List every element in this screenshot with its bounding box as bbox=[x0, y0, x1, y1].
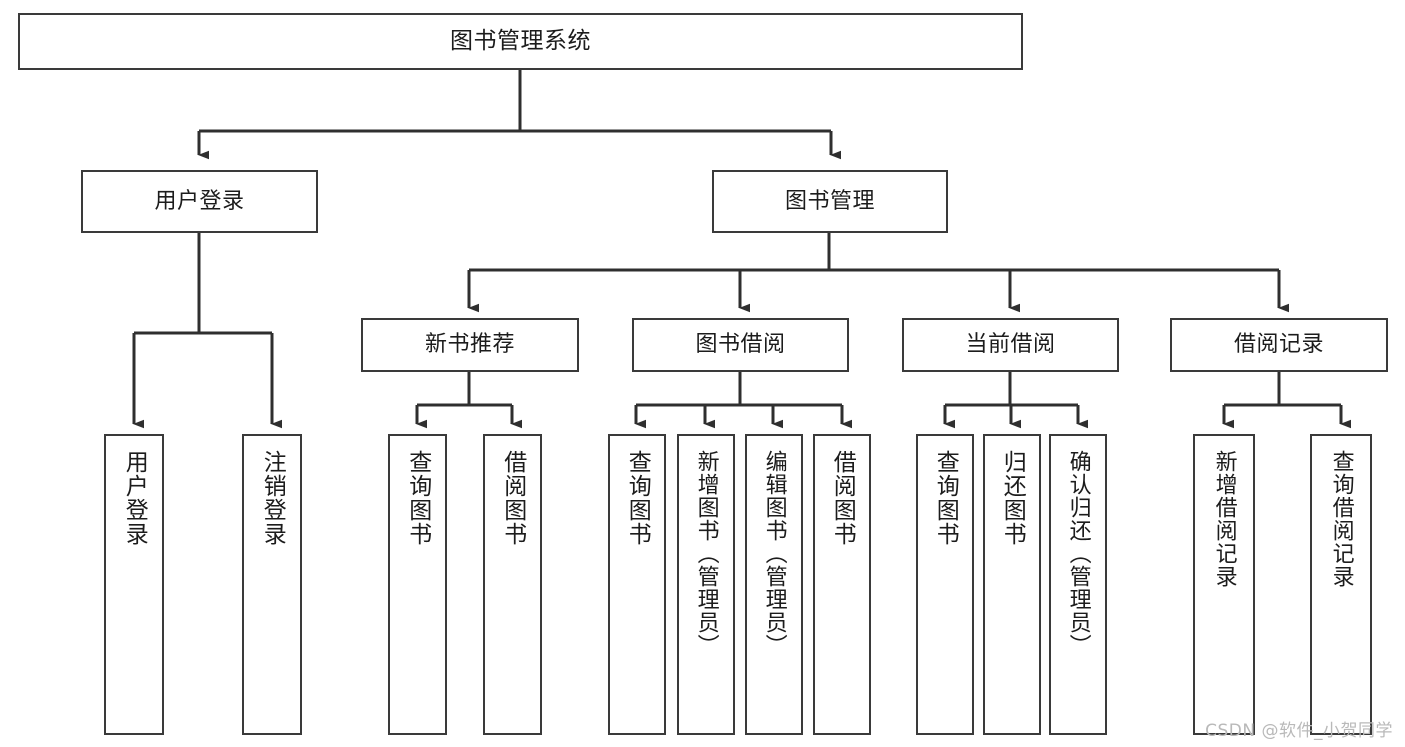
node-user-login[interactable]: 用户登录 bbox=[81, 170, 318, 233]
node-leaf-query-record-label: 查询借阅记录 bbox=[1328, 450, 1354, 588]
node-leaf-query-book-1-label: 查询图书 bbox=[404, 450, 431, 546]
node-leaf-confirm-return-label: 确认归还（管理员） bbox=[1065, 450, 1091, 657]
node-leaf-user-login[interactable]: 用户登录 bbox=[104, 434, 164, 735]
node-leaf-add-record[interactable]: 新增借阅记录 bbox=[1193, 434, 1255, 735]
node-leaf-edit-book[interactable]: 编辑图书（管理员） bbox=[745, 434, 803, 735]
node-leaf-user-login-label: 用户登录 bbox=[121, 450, 148, 546]
node-leaf-return-book[interactable]: 归还图书 bbox=[983, 434, 1041, 735]
node-borrow-record[interactable]: 借阅记录 bbox=[1170, 318, 1388, 372]
node-leaf-confirm-return[interactable]: 确认归还（管理员） bbox=[1049, 434, 1107, 735]
node-new-book-recommend-label: 新书推荐 bbox=[424, 332, 515, 358]
node-leaf-borrow-book-1[interactable]: 借阅图书 bbox=[483, 434, 542, 735]
node-leaf-query-book-2[interactable]: 查询图书 bbox=[608, 434, 666, 735]
watermark-csdn: CSDN @软件_小贺同学 bbox=[1205, 721, 1393, 741]
node-book-manage-label: 图书管理 bbox=[784, 188, 875, 214]
node-leaf-query-book-2-label: 查询图书 bbox=[624, 450, 651, 546]
node-leaf-query-book-3[interactable]: 查询图书 bbox=[916, 434, 974, 735]
node-book-borrow-label: 图书借阅 bbox=[695, 332, 786, 358]
node-new-book-recommend[interactable]: 新书推荐 bbox=[361, 318, 579, 372]
node-root[interactable]: 图书管理系统 bbox=[18, 13, 1023, 70]
node-leaf-borrow-book-1-label: 借阅图书 bbox=[499, 450, 526, 546]
node-leaf-query-book-1[interactable]: 查询图书 bbox=[388, 434, 447, 735]
node-leaf-edit-book-label: 编辑图书（管理员） bbox=[761, 450, 787, 657]
node-root-label: 图书管理系统 bbox=[450, 27, 591, 54]
node-user-login-label: 用户登录 bbox=[154, 188, 245, 214]
node-leaf-logout-login-label: 注销登录 bbox=[259, 450, 286, 546]
node-leaf-return-book-label: 归还图书 bbox=[999, 450, 1026, 546]
node-leaf-borrow-book-2[interactable]: 借阅图书 bbox=[813, 434, 871, 735]
node-book-manage[interactable]: 图书管理 bbox=[712, 170, 948, 233]
node-leaf-borrow-book-2-label: 借阅图书 bbox=[829, 450, 856, 546]
node-borrow-record-label: 借阅记录 bbox=[1233, 332, 1324, 358]
node-leaf-query-record[interactable]: 查询借阅记录 bbox=[1310, 434, 1372, 735]
node-current-borrow-label: 当前借阅 bbox=[965, 332, 1056, 358]
node-leaf-add-record-label: 新增借阅记录 bbox=[1211, 450, 1237, 588]
node-leaf-add-book-label: 新增图书（管理员） bbox=[693, 450, 719, 657]
node-leaf-add-book[interactable]: 新增图书（管理员） bbox=[677, 434, 735, 735]
node-book-borrow[interactable]: 图书借阅 bbox=[632, 318, 849, 372]
node-leaf-query-book-3-label: 查询图书 bbox=[932, 450, 959, 546]
node-current-borrow[interactable]: 当前借阅 bbox=[902, 318, 1119, 372]
node-leaf-logout-login[interactable]: 注销登录 bbox=[242, 434, 302, 735]
